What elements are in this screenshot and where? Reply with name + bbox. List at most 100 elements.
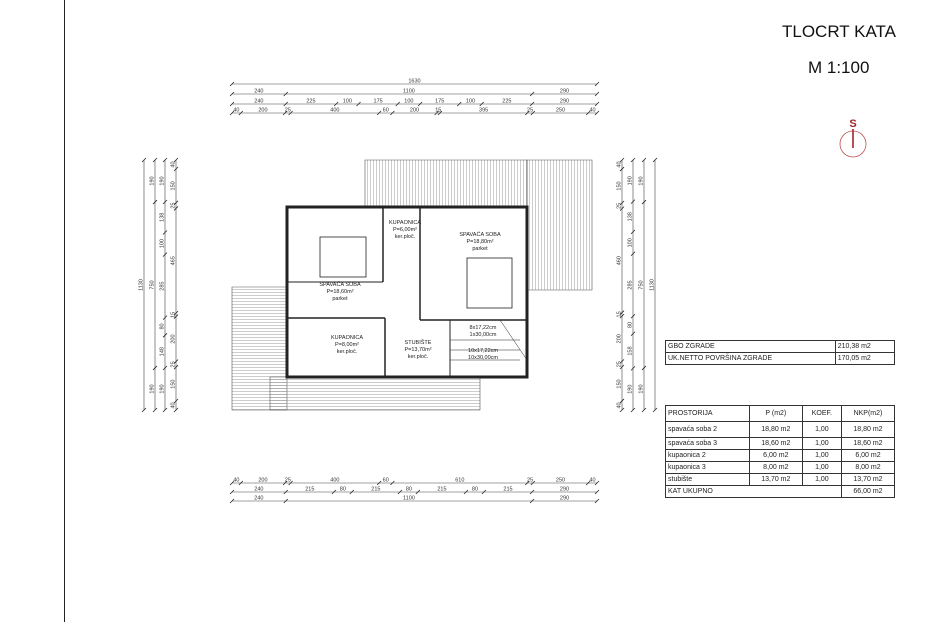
dimension-label: 240 <box>254 487 263 493</box>
dimension-label: 80 <box>340 487 346 493</box>
dimension-label: 290 <box>560 496 569 502</box>
dimension-label: 200 <box>410 108 419 114</box>
dimension-label: 25 <box>285 108 291 114</box>
dimension-label: 15 <box>171 312 177 318</box>
table-cell: 18,80 m2 <box>840 421 896 438</box>
stair-spec: 10x17,22cm <box>468 348 498 354</box>
dimension-label: 40 <box>590 108 596 114</box>
roof-right <box>526 159 593 291</box>
dimension-label: 190 <box>628 176 634 185</box>
room-name: KUPAONICA <box>331 335 363 341</box>
north-arrow-icon: S <box>839 118 867 158</box>
dimension-label: 60 <box>383 108 389 114</box>
dimension-label: 200 <box>258 108 267 114</box>
dimension-label: 80 <box>472 487 478 493</box>
dimension-label: 150 <box>617 379 623 388</box>
summary-value: 210,38 m2 <box>834 340 896 353</box>
dimension-label: 25 <box>527 478 533 484</box>
table-cell: stubište <box>665 473 750 486</box>
dimension-label: 15 <box>435 108 441 114</box>
dimension-label: 138 <box>160 213 166 222</box>
room-floor: ker.ploč. <box>395 234 416 240</box>
dimension-label: 1130 <box>650 279 656 291</box>
table-cell: 8,00 m2 <box>748 461 803 474</box>
total-value: 66,00 m2 <box>840 485 896 498</box>
dimension-label: 1130 <box>139 279 145 291</box>
dimension-label: 100 <box>628 238 634 247</box>
table-cell: 13,70 m2 <box>840 473 896 486</box>
table-cell: 1,00 <box>801 473 842 486</box>
room-name: KUPAONICA <box>389 220 421 226</box>
dimension-chain: 1130 <box>139 157 147 413</box>
dimension-label: 285 <box>628 280 634 289</box>
dimension-chain: 1630 <box>229 79 600 87</box>
dimension-label: 215 <box>503 487 512 493</box>
dimension-label: 190 <box>150 176 156 185</box>
dimension-label: 25 <box>617 203 623 209</box>
dimension-label: 200 <box>171 334 177 343</box>
table-cell: 1,00 <box>801 421 842 438</box>
room-name: SPAVAĆA SOBA <box>319 281 361 288</box>
room-area: P=18,60m² <box>326 289 353 295</box>
room-area: P=8,00m² <box>335 342 359 348</box>
dimension-label: 190 <box>628 385 634 394</box>
table-cell: 8,00 m2 <box>840 461 896 474</box>
dimension-label: 465 <box>171 256 177 265</box>
north-label: S <box>849 118 856 130</box>
dimension-label: 80 <box>160 323 166 329</box>
drawing-frame-line <box>64 0 65 622</box>
dimension-label: 400 <box>330 478 339 484</box>
room-floor: ker.ploč. <box>408 354 429 360</box>
dimension-label: 100 <box>160 239 166 248</box>
dimension-label: 175 <box>435 99 444 105</box>
dimension-label: 80 <box>628 322 634 328</box>
table-cell: kupaonica 2 <box>665 449 750 462</box>
summary-label: GBO ZGRADE <box>665 340 836 353</box>
dimension-label: 100 <box>404 99 413 105</box>
dimension-label: 190 <box>150 384 156 393</box>
room-floor: parket <box>332 296 348 302</box>
dimension-label: 40 <box>171 161 177 167</box>
table-cell: 6,00 m2 <box>840 449 896 462</box>
drawing-title: TLOCRT KATA <box>782 22 896 41</box>
dimension-label: 40 <box>617 402 623 408</box>
header-cell: P (m2) <box>748 405 803 422</box>
dimension-label: 225 <box>306 99 315 105</box>
dimension-label: 80 <box>406 487 412 493</box>
rooms-table: PROSTORIJA P (m2) KOEF. NKP(m2) spavaća … <box>665 405 896 498</box>
dimension-label: 40 <box>171 402 177 408</box>
dimension-label: 25 <box>171 203 177 209</box>
table-cell: 1,00 <box>801 461 842 474</box>
summary-label: UK.NETTO POVRŠINA ZGRADE <box>665 352 836 365</box>
dimension-label: 240 <box>254 89 263 95</box>
room-area: P=6,00m² <box>393 227 417 233</box>
table-cell: 1,00 <box>801 437 842 450</box>
dimension-label: 150 <box>171 181 177 190</box>
dimension-label: 250 <box>556 108 565 114</box>
dimension-label: 40 <box>233 108 239 114</box>
dimension-label: 148 <box>160 347 166 356</box>
dimension-label: 250 <box>556 478 565 484</box>
dimension-label: 25 <box>171 361 177 367</box>
total-label: KAT UKUPNO <box>665 485 842 498</box>
dimension-label: 610 <box>455 478 464 484</box>
table-cell: spavaća soba 3 <box>665 437 750 450</box>
dimension-label: 190 <box>160 176 166 185</box>
dimension-label: 100 <box>343 99 352 105</box>
dimension-label: 150 <box>617 181 623 190</box>
dimension-label: 290 <box>560 487 569 493</box>
dimension-label: 215 <box>305 487 314 493</box>
table-cell: 18,80 m2 <box>748 421 803 438</box>
dimension-label: 138 <box>628 212 634 221</box>
dimension-chain: 1130 <box>650 157 658 413</box>
